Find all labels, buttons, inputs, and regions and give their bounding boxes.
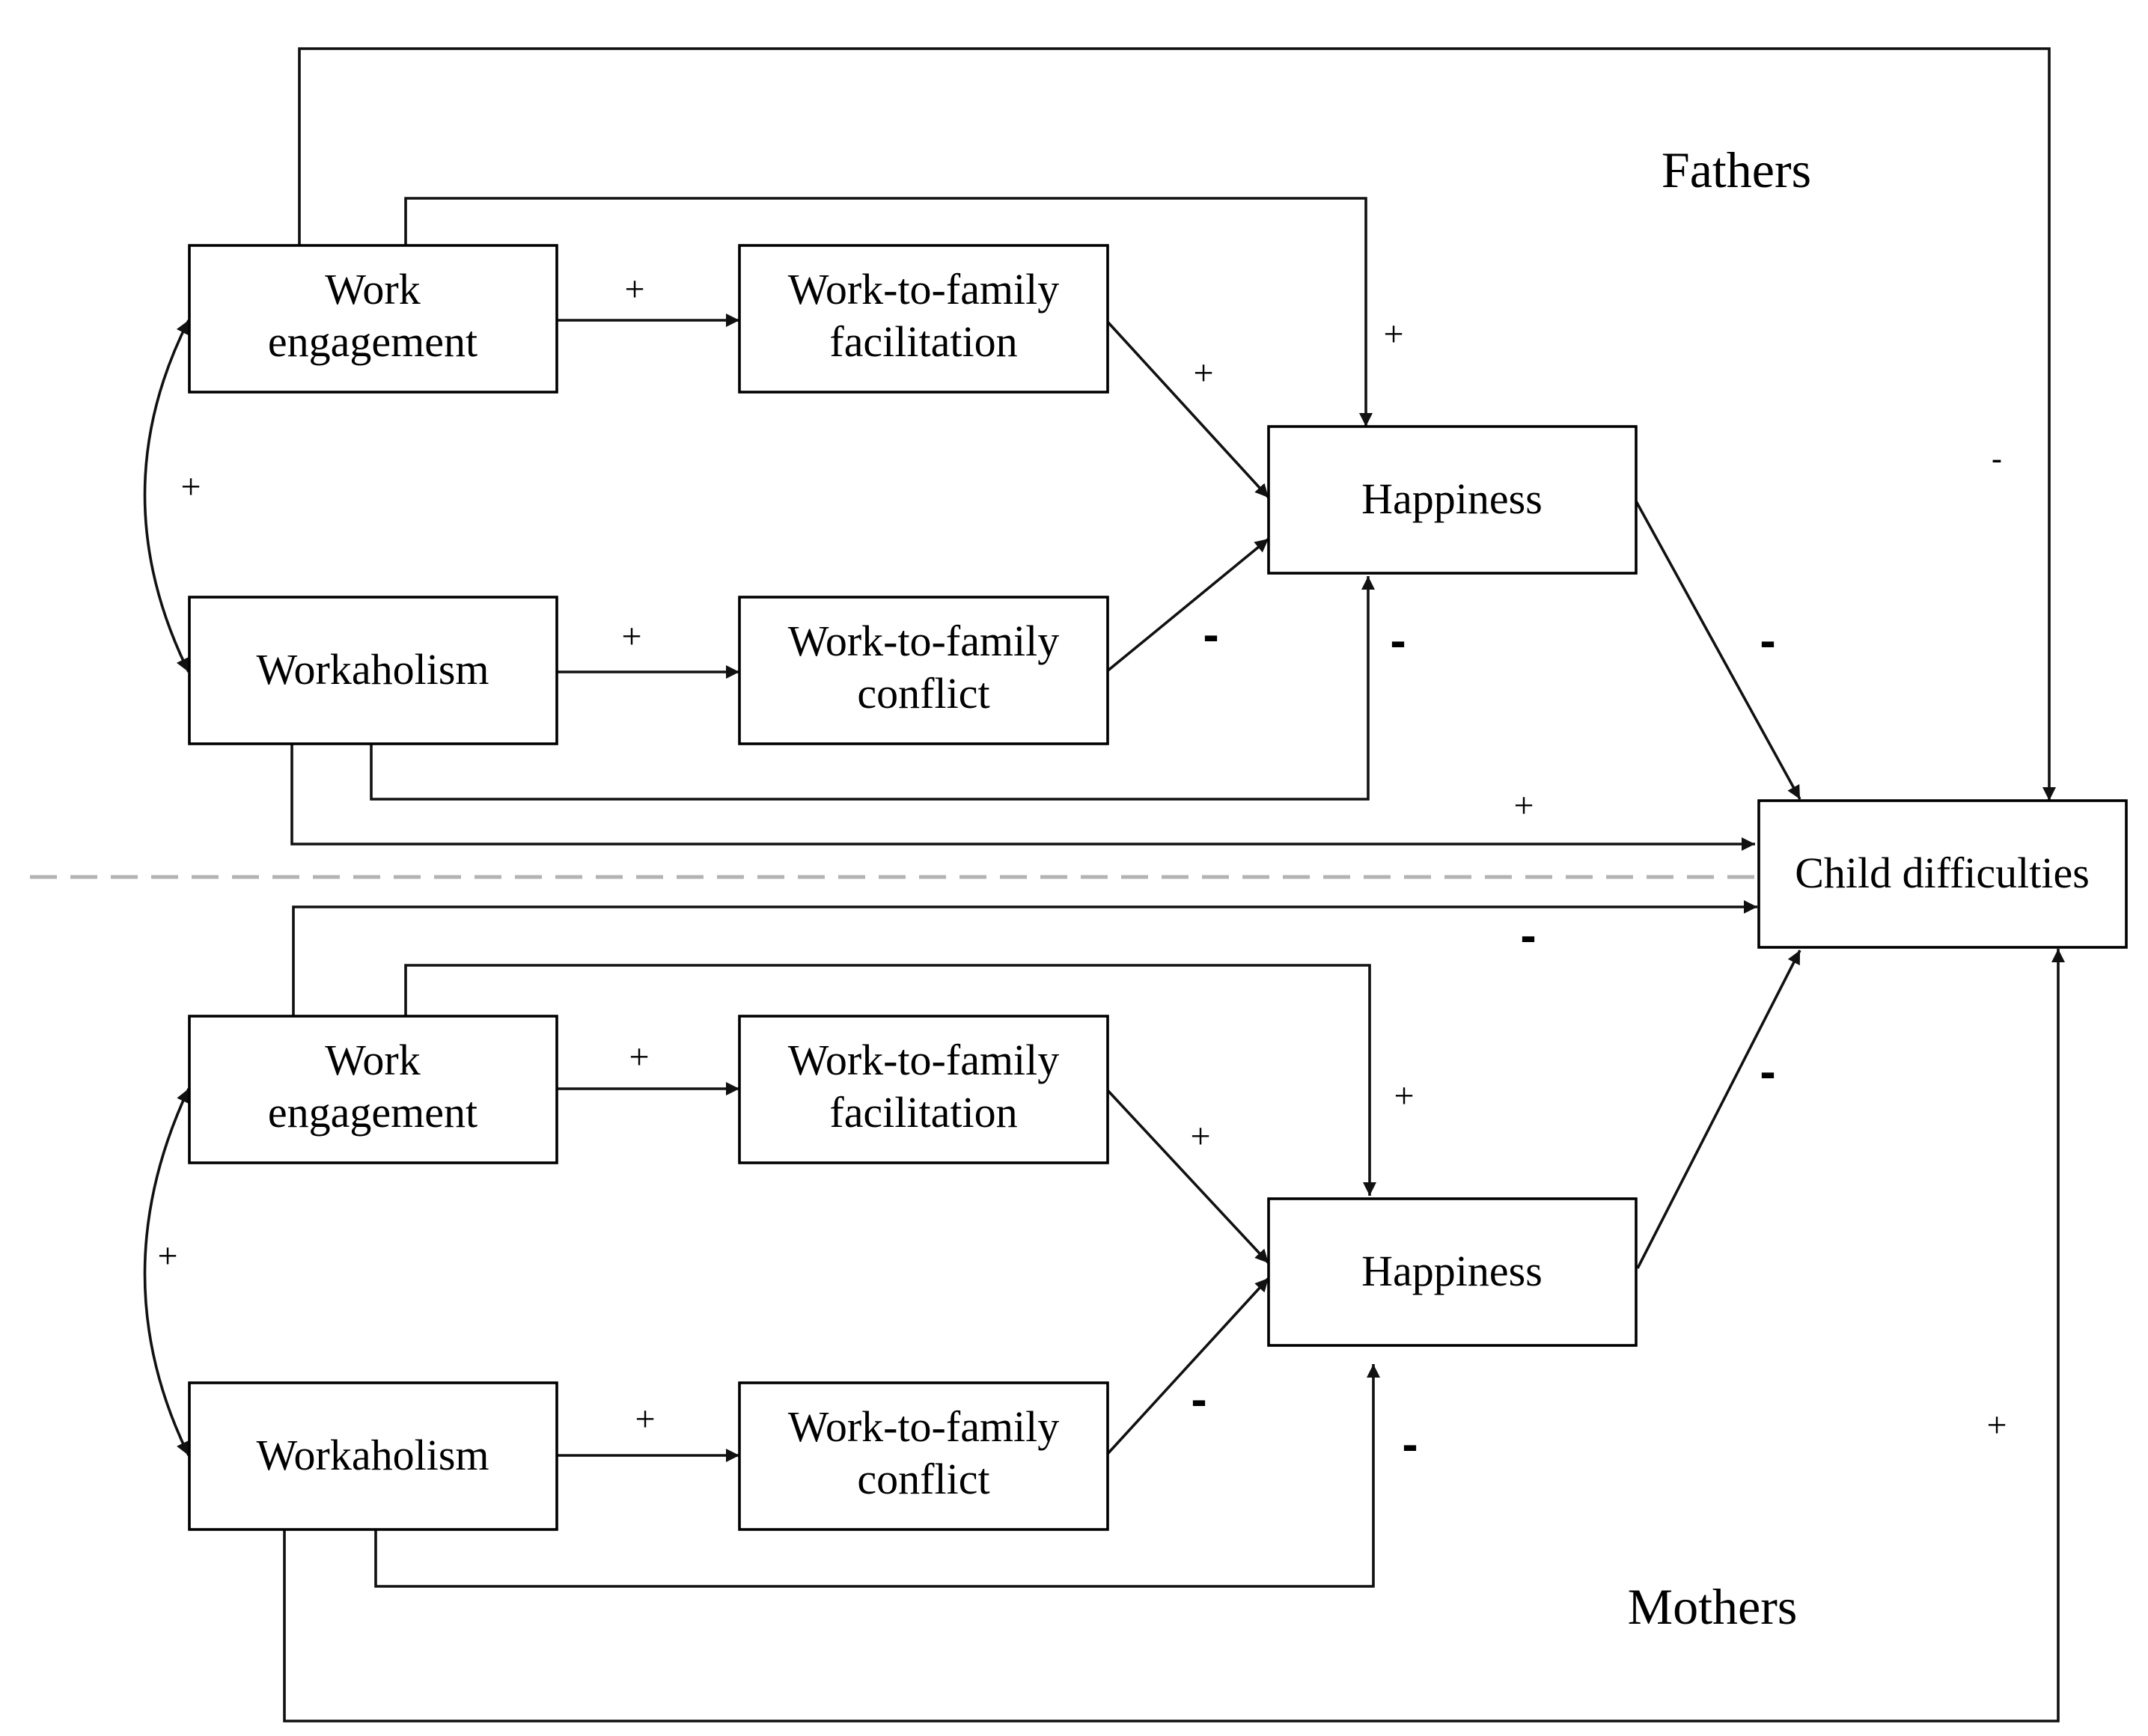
edge-f-work-engagement-to-happiness (404, 197, 1373, 427)
sign-m-we-wff: + (629, 1037, 649, 1077)
edge-m-workaholism-to-happiness (374, 1364, 1380, 1588)
sign-f-we-wff: + (624, 269, 644, 309)
node-m-wfc-line-2: conflict (857, 1455, 989, 1503)
node-m-workaholism: Workaholism (188, 1381, 558, 1531)
node-f-work-engagement-line-2: engagement (268, 317, 477, 366)
edge-f-workaholism-to-happiness (370, 576, 1375, 801)
edge-f-wfc-to-happiness (1105, 537, 1270, 673)
node-f-wff-line-1: Work-to-family (788, 265, 1060, 314)
edge-m-workaholism-to-child (283, 949, 2065, 1723)
sign-f-we-happiness: + (1383, 314, 1403, 354)
sign-m-happiness-child: - (1760, 1045, 1775, 1098)
edge-m-wfc-to-happiness (1105, 1277, 1270, 1457)
mothers-label: Mothers (1628, 1578, 1798, 1635)
node-m-work-engagement-line-1: Work (325, 1036, 420, 1084)
sign-m-wa-child: + (1986, 1405, 2007, 1445)
fathers-model: Fathers Work engagement Work-to-family f… (143, 47, 2056, 851)
node-f-wff-line-2: facilitation (829, 317, 1017, 366)
edge-f-work-engagement-to-child (298, 47, 2056, 801)
node-f-wfc-line-2: conflict (857, 669, 989, 718)
sign-m-wa-wfc: + (635, 1399, 655, 1439)
node-m-happiness: Happiness (1267, 1197, 1638, 1347)
node-m-wff-line-2: facilitation (829, 1088, 1017, 1137)
edge-f-wff-to-happiness (1105, 319, 1270, 499)
node-f-happiness: Happiness (1267, 425, 1638, 575)
node-f-workaholism: Workaholism (188, 596, 558, 745)
sign-m-wa-happiness: - (1402, 1417, 1418, 1471)
node-m-wfc-line-1: Work-to-family (788, 1402, 1060, 1451)
node-child-difficulties-line-1: Child difficulties (1795, 849, 2090, 897)
sign-m-wfc-happiness: - (1191, 1372, 1206, 1426)
node-m-wff: Work-to-family facilitation (738, 1015, 1109, 1164)
sign-f-we-workaholism: + (180, 467, 201, 507)
sign-m-we-workaholism: + (157, 1236, 177, 1276)
node-f-happiness-line-1: Happiness (1361, 474, 1543, 523)
node-f-work-engagement: Work engagement (188, 244, 558, 394)
node-m-workaholism-line-1: Workaholism (256, 1431, 489, 1479)
node-f-workaholism-line-1: Workaholism (256, 645, 489, 694)
edge-m-happiness-to-child (1636, 950, 1801, 1269)
node-f-wff: Work-to-family facilitation (738, 244, 1109, 394)
edge-m-wff-to-happiness (1105, 1087, 1270, 1265)
node-f-wfc-line-1: Work-to-family (788, 617, 1060, 665)
fathers-label: Fathers (1662, 141, 1811, 198)
node-m-wfc: Work-to-family conflict (738, 1381, 1109, 1531)
edge-f-happiness-to-child (1634, 499, 1801, 800)
sign-f-wa-happiness: - (1390, 614, 1406, 667)
edge-f-work-engagement-workaholism-correlation (143, 320, 190, 673)
node-f-wfc: Work-to-family conflict (738, 596, 1109, 745)
sign-f-wa-child: + (1513, 786, 1534, 825)
sign-f-happiness-child: - (1760, 614, 1775, 667)
sign-m-we-child: - (1520, 908, 1536, 962)
edge-m-work-engagement-to-happiness (404, 964, 1376, 1196)
edge-f-workaholism-to-child (290, 745, 1755, 851)
node-m-wff-line-1: Work-to-family (788, 1036, 1060, 1084)
mothers-model: Mothers Work engagement Work-to-family f… (143, 900, 2065, 1723)
sign-f-we-child: - (1992, 441, 2003, 477)
node-m-happiness-line-1: Happiness (1361, 1247, 1543, 1295)
edge-m-work-engagement-to-child (292, 900, 1757, 1016)
sign-m-wff-happiness: + (1190, 1116, 1210, 1156)
sign-f-wa-wfc: + (621, 617, 641, 656)
sign-f-wfc-happiness: - (1203, 608, 1218, 661)
node-f-work-engagement-line-1: Work (325, 265, 420, 314)
node-m-work-engagement-line-2: engagement (268, 1088, 477, 1137)
sign-m-we-happiness: + (1394, 1076, 1414, 1116)
node-m-work-engagement: Work engagement (188, 1015, 558, 1164)
node-child-difficulties: Child difficulties (1757, 799, 2128, 949)
edge-m-work-engagement-workaholism-correlation (143, 1088, 190, 1456)
sign-f-wff-happiness: + (1193, 353, 1213, 393)
